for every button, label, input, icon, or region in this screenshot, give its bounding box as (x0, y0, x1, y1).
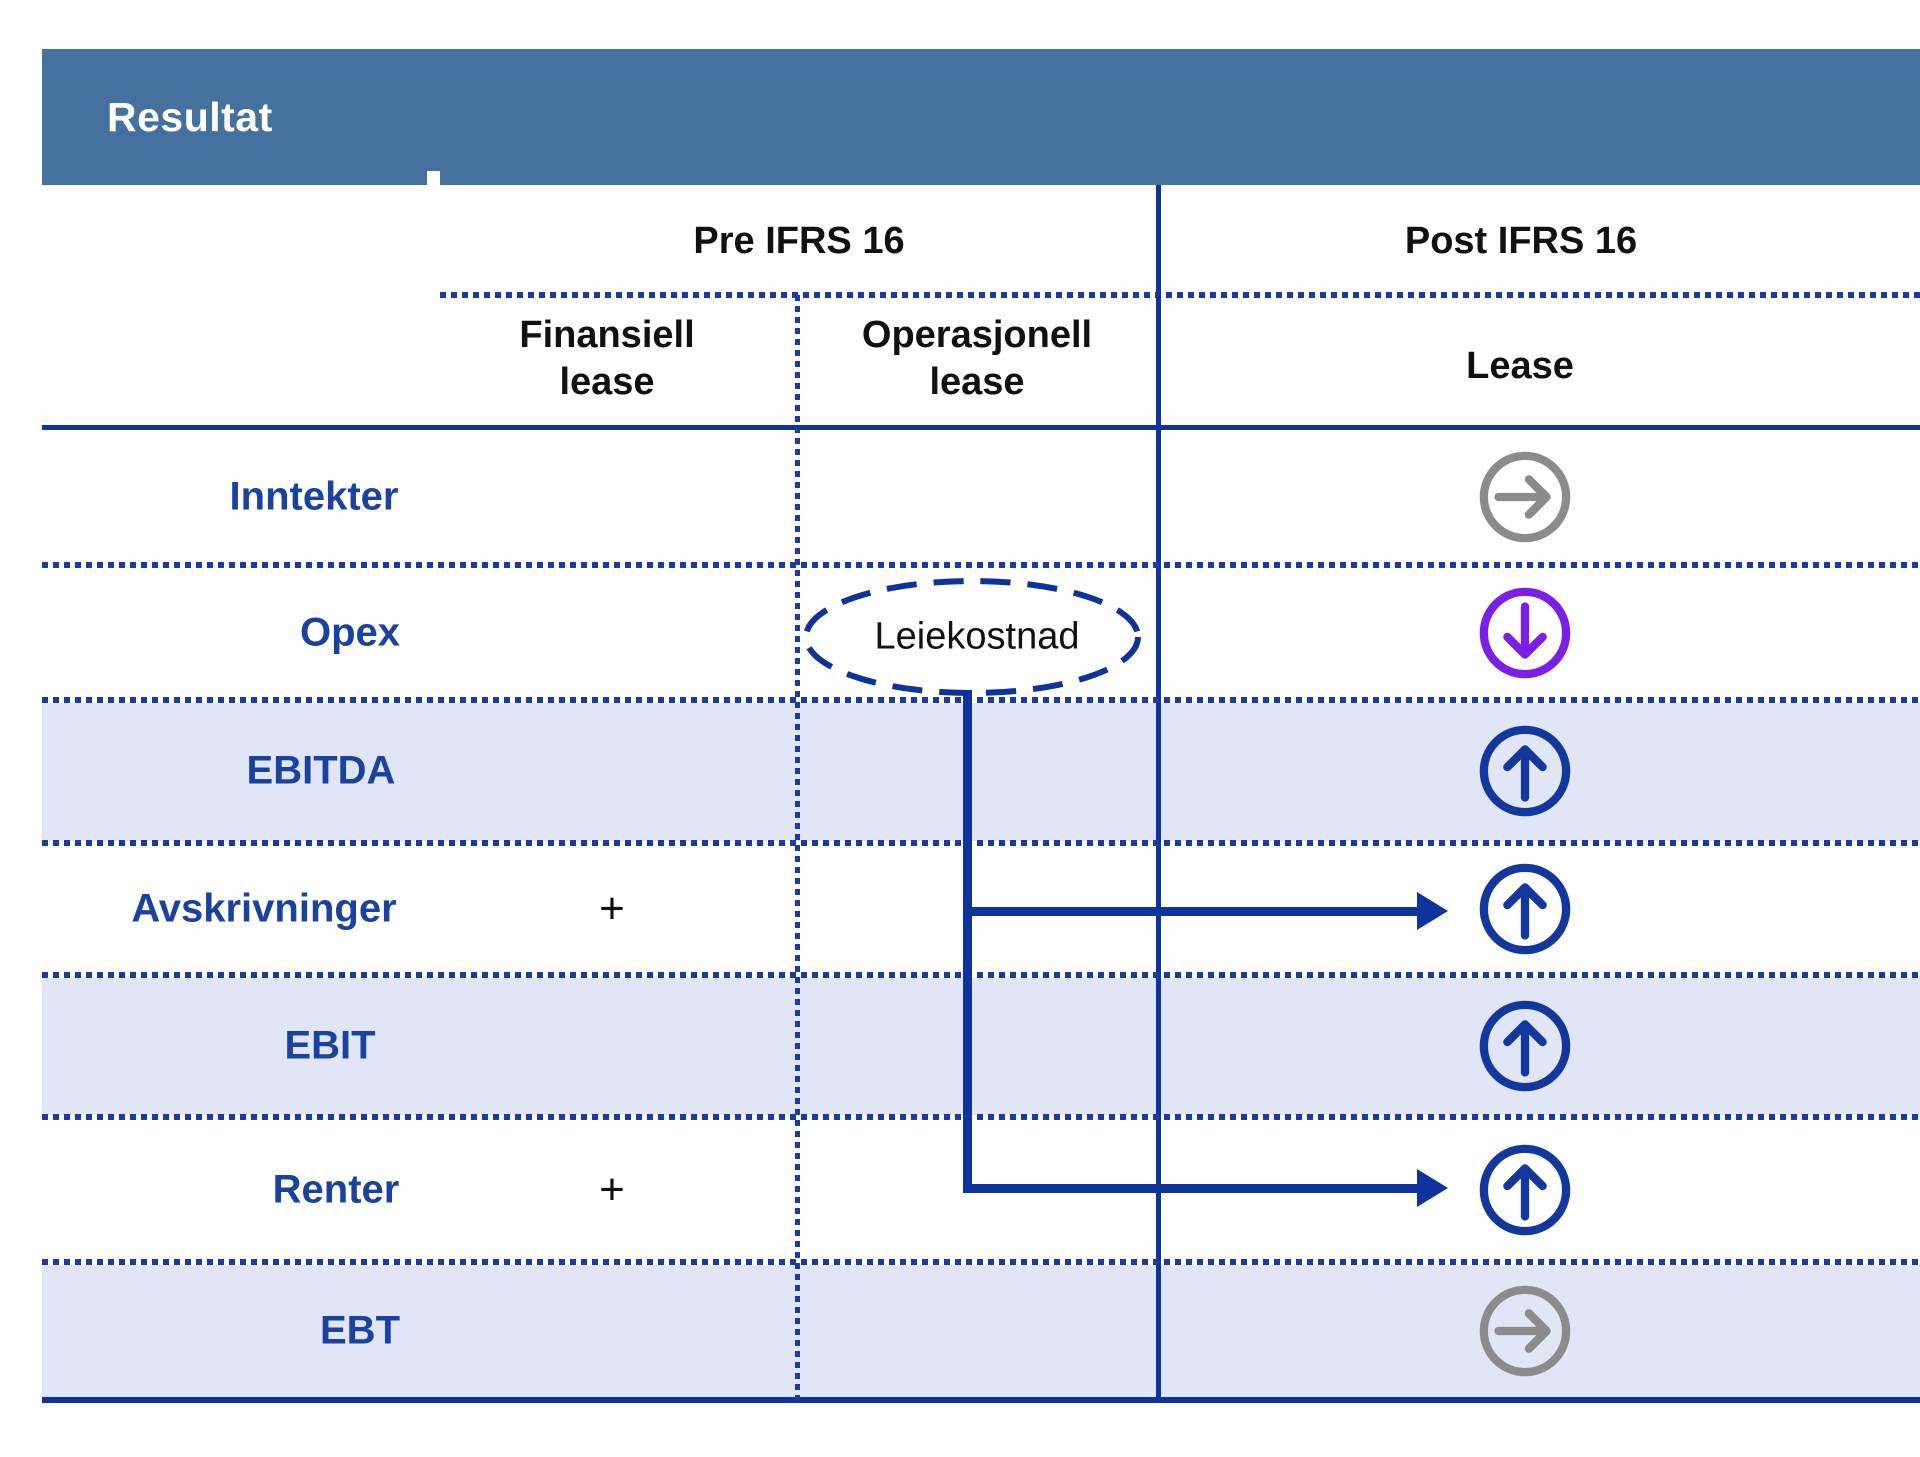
row-label-opex: Opex (299, 610, 401, 655)
row-label-ebitda: EBITDA (246, 748, 396, 793)
row-label-ebit: EBIT (284, 1023, 376, 1068)
row-label-inntekter: Inntekter (229, 474, 399, 519)
row-label-ebt: EBT (320, 1308, 400, 1353)
row-separator (42, 840, 1920, 846)
arrow-right-circle-icon (1478, 1284, 1572, 1378)
connector-stem (963, 690, 972, 1192)
leiekostnad-label: Leiekostnad (874, 615, 1080, 658)
row-separator (42, 1259, 1920, 1265)
arrow-up-circle-icon (1478, 724, 1572, 818)
plus-sign-avskrivninger: + (599, 884, 625, 933)
row-label-renter: Renter (272, 1167, 400, 1212)
connector-arrowhead-avskrivninger (1417, 892, 1448, 930)
header-bar: Resultat (42, 49, 1920, 185)
arrow-down-circle-icon (1478, 586, 1572, 680)
row-separator (42, 1114, 1920, 1120)
leiekostnad-ellipse (800, 575, 1144, 699)
row-shade-ebt (42, 1265, 1920, 1397)
column-header-post-ifrs16: Post IFRS 16 (1404, 220, 1638, 262)
arrow-up-circle-icon (1478, 1143, 1572, 1237)
subcolumn-header-operasjonell-lease: Operasjonell lease (861, 314, 1093, 403)
connector-arrowhead-renter (1417, 1169, 1448, 1207)
table-top-rule (42, 425, 1920, 430)
row-shade-ebit (42, 978, 1920, 1115)
table-bottom-rule (42, 1397, 1920, 1403)
row-separator (42, 697, 1920, 703)
finansiell-operasjonell-divider-dotted (795, 295, 800, 1400)
connector-branch-renter (963, 1184, 1418, 1193)
subcolumn-header-lease: Lease (1466, 345, 1574, 387)
row-separator (42, 972, 1920, 978)
column-header-pre-ifrs16: Pre IFRS 16 (693, 220, 905, 262)
plus-sign-renter: + (599, 1165, 625, 1214)
row-label-avskrivninger: Avskrivninger (131, 886, 397, 931)
subcolumn-header-finansiell-lease: Finansiell lease (519, 314, 695, 403)
header-bar-notch-artifact (427, 171, 440, 186)
arrow-up-circle-icon (1478, 862, 1572, 956)
arrow-up-circle-icon (1478, 999, 1572, 1093)
header-dotted-rule (440, 292, 1920, 298)
row-shade-ebitda (42, 703, 1920, 841)
pre-post-divider-line (1156, 185, 1161, 1403)
row-separator (42, 562, 1920, 568)
arrow-right-circle-icon (1478, 450, 1572, 544)
connector-branch-avskrivninger (963, 907, 1418, 916)
page-title: Resultat (107, 93, 273, 140)
